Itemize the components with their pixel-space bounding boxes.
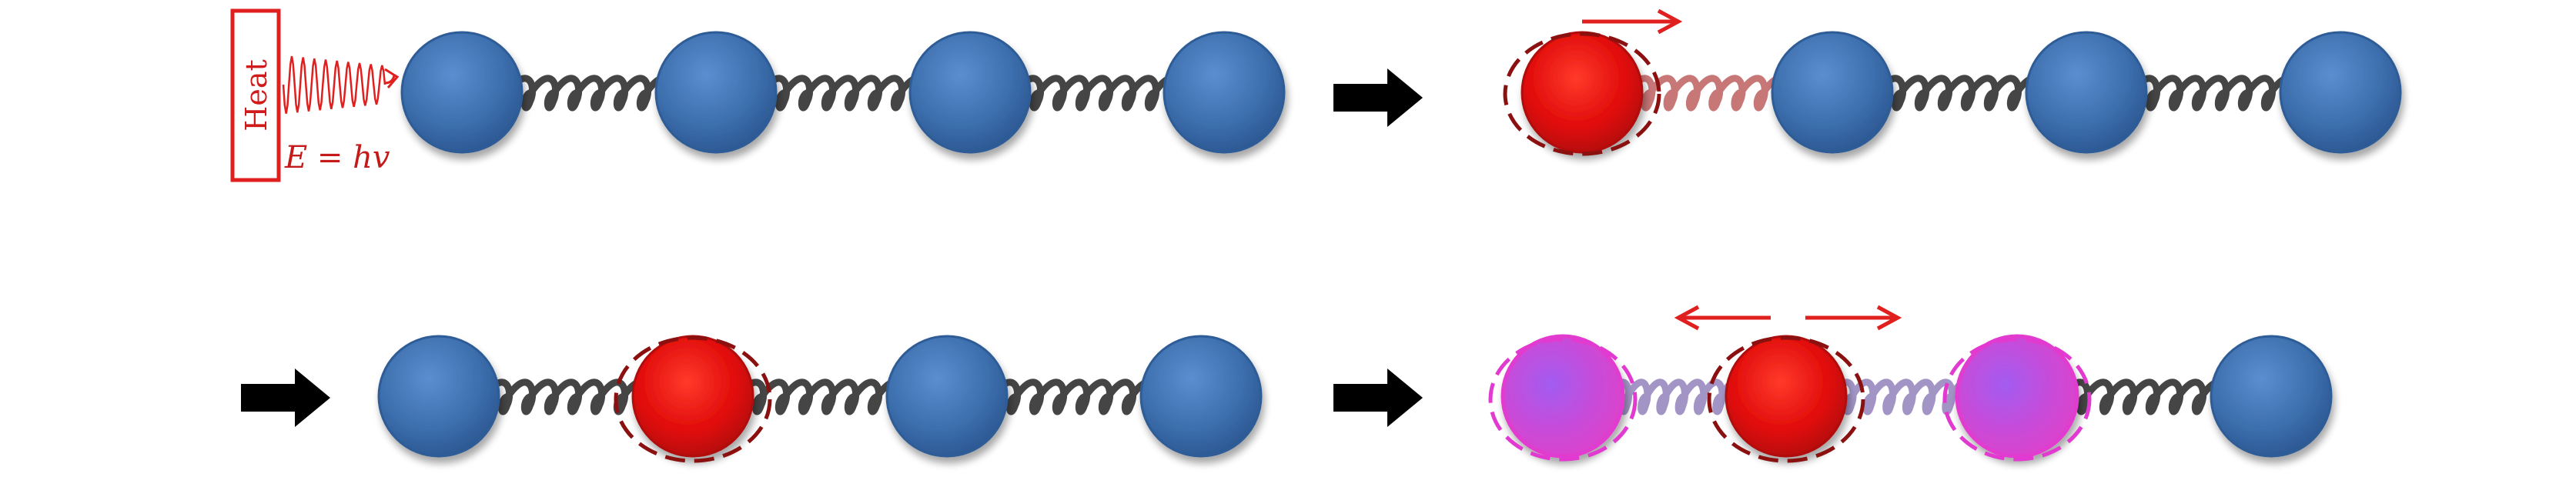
springs-layer xyxy=(481,75,2300,415)
p2-atom-4-circle xyxy=(2279,31,2402,154)
p3-atom-2 xyxy=(631,335,754,458)
p1-spring-2 xyxy=(758,75,929,112)
p2-atom-2 xyxy=(1771,31,1894,154)
p2-vibration-ring xyxy=(1503,32,1661,156)
p3-atom-2-circle xyxy=(631,335,754,458)
heat-wave-tail xyxy=(384,75,396,85)
atoms-layer xyxy=(377,31,2402,459)
p4-atom-3-circle xyxy=(1955,334,2079,459)
p2-spring-3 xyxy=(2129,75,2300,112)
p4-atom-1-circle xyxy=(1500,334,1625,459)
p1-atom-4 xyxy=(1163,31,1286,154)
p1-atom-1-circle xyxy=(400,31,524,154)
p4-arrow-left-head xyxy=(1674,305,1700,331)
p4-arrow-right-head xyxy=(1876,305,1902,331)
heat-source: Heat xyxy=(230,8,281,182)
p4-ring-right xyxy=(1942,337,2092,462)
p4-atom-4 xyxy=(2210,335,2333,458)
p2-atom-1-circle xyxy=(1521,31,1644,154)
heat-wave xyxy=(282,55,386,114)
p1-atom-3 xyxy=(908,31,1032,154)
p2-atom-1 xyxy=(1521,31,1644,154)
arrow-3 xyxy=(1333,369,1423,427)
p1-spring-1 xyxy=(504,75,675,112)
heat-box xyxy=(230,8,281,182)
p2-atom-4 xyxy=(2279,31,2402,154)
p2-spring-1 xyxy=(1624,75,1791,112)
p3-atom-3-circle xyxy=(885,335,1009,458)
heat-wave-arrowhead xyxy=(384,68,400,88)
p4-spring-1 xyxy=(1605,379,1745,415)
p3-atom-1 xyxy=(377,335,500,458)
p4-atom-4-circle xyxy=(2210,335,2333,458)
p3-spring-2 xyxy=(735,379,906,415)
p1-atom-1 xyxy=(400,31,524,154)
p4-vibration-ring xyxy=(1707,335,1865,463)
p1-spring-3 xyxy=(1012,75,1183,112)
p1-atom-2-circle xyxy=(654,31,778,154)
p3-spring-1 xyxy=(481,379,652,415)
p1-atom-4-circle xyxy=(1163,31,1286,154)
arrow-1 xyxy=(1333,68,1423,127)
p4-ring-left xyxy=(1488,337,1638,462)
p3-spring-3 xyxy=(989,379,1160,415)
p2-atom-3 xyxy=(2025,31,2148,154)
p4-spring-2 xyxy=(1828,379,1975,415)
heat-label: Heat xyxy=(239,59,273,132)
p4-atom-2 xyxy=(1725,335,1848,458)
p3-vibration-ring xyxy=(614,335,772,463)
p4-atom-1 xyxy=(1500,334,1625,459)
p4-atom-3 xyxy=(1955,334,2079,459)
p2-motion-arrow-head xyxy=(1657,8,1683,35)
p4-atom-2-circle xyxy=(1725,335,1848,458)
energy-equation: E = hv xyxy=(284,140,390,175)
p3-atom-4 xyxy=(1139,335,1263,458)
p3-atom-1-circle xyxy=(377,335,500,458)
p2-atom-2-circle xyxy=(1771,31,1894,154)
p2-atom-3-circle xyxy=(2025,31,2148,154)
p2-spring-2 xyxy=(1875,75,2046,112)
p1-atom-3-circle xyxy=(908,31,1032,154)
p1-atom-2 xyxy=(654,31,778,154)
arrow-2 xyxy=(241,369,330,427)
p3-atom-4-circle xyxy=(1139,335,1263,458)
p3-atom-3 xyxy=(885,335,1009,458)
annotations-layer xyxy=(241,8,2092,463)
p4-spring-3 xyxy=(2059,379,2230,415)
